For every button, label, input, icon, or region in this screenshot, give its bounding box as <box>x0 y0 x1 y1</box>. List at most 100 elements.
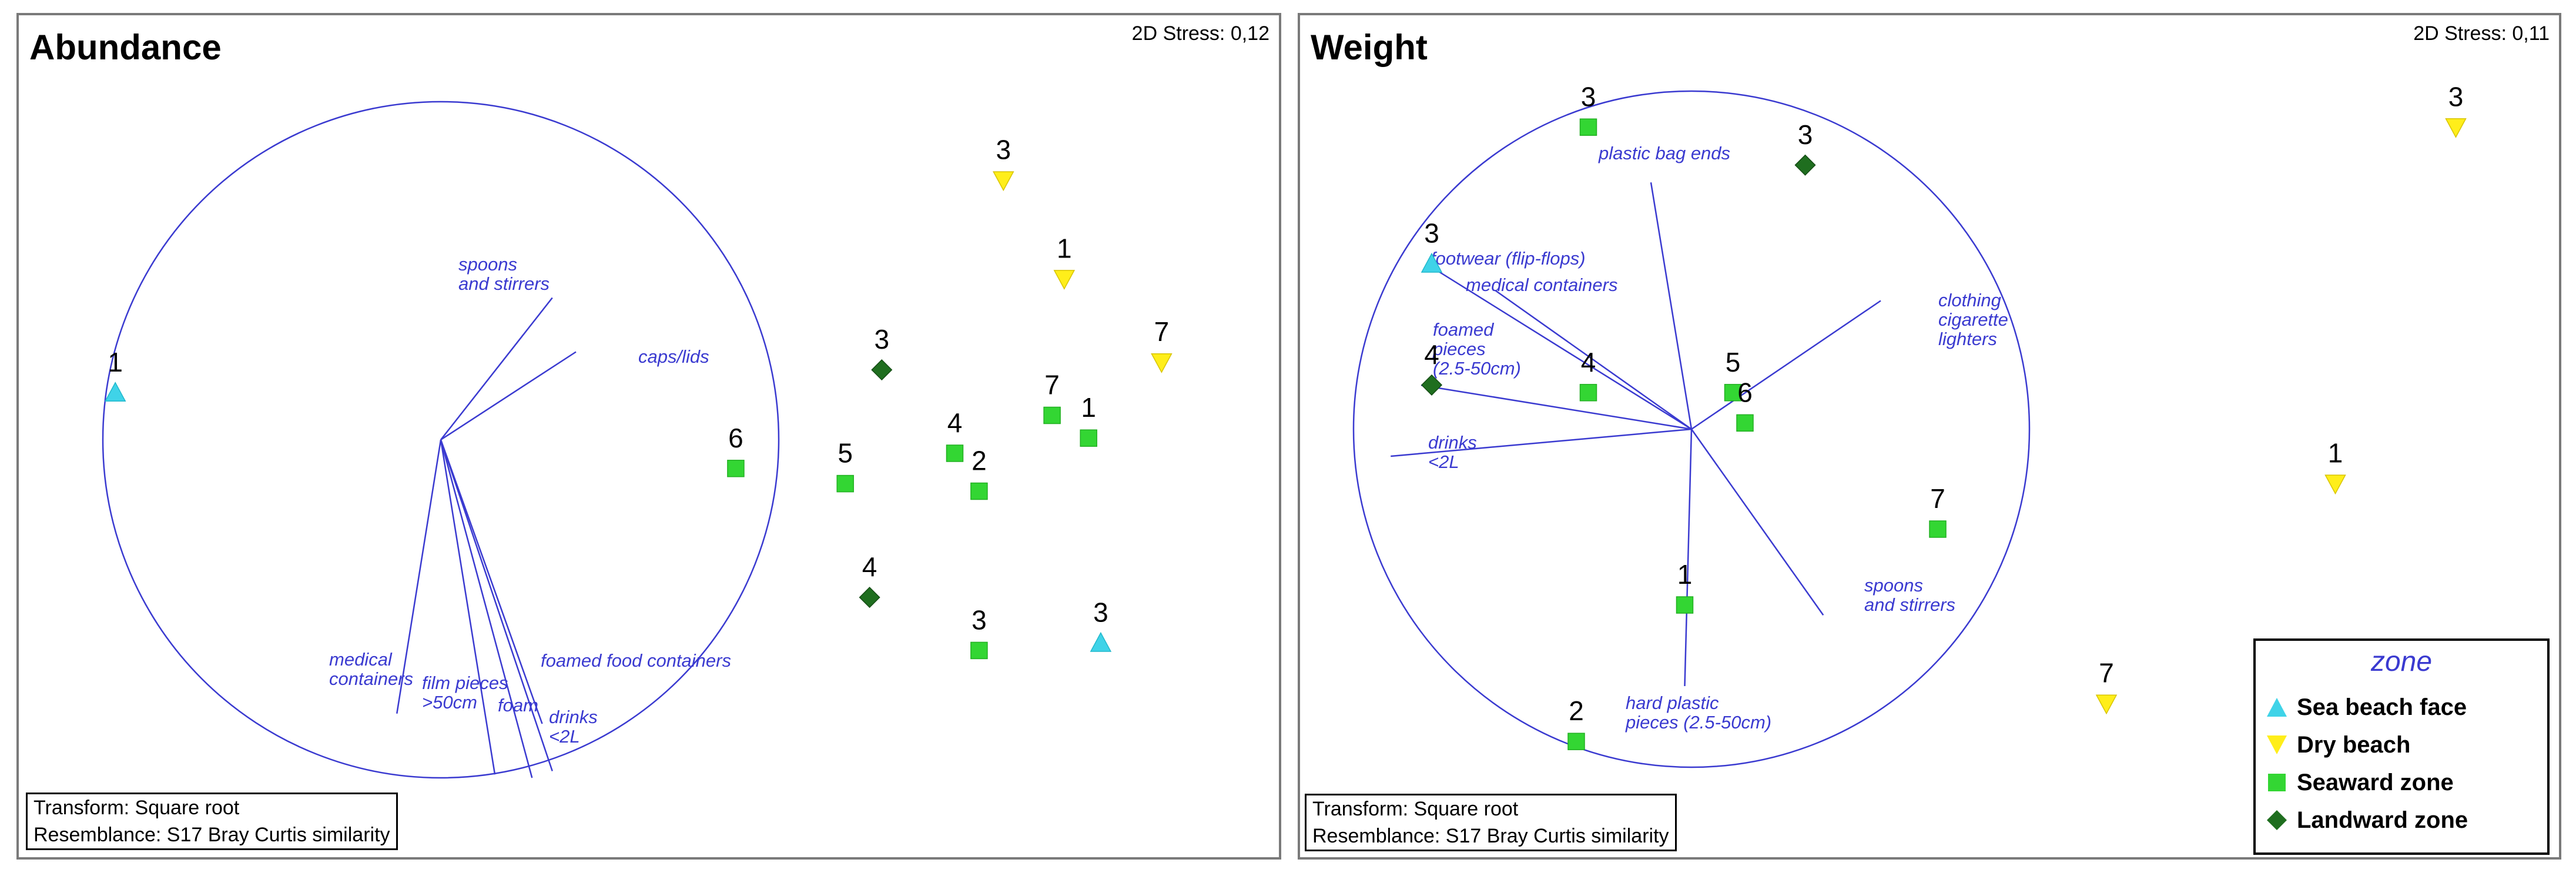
data-point: 7 <box>1043 370 1061 424</box>
data-point: 1 <box>2324 438 2346 495</box>
data-point: 1 <box>1053 233 1076 290</box>
triangle-up-icon <box>2267 698 2287 717</box>
data-point: 5 <box>1724 347 1742 402</box>
point-marker-sea <box>1090 631 1112 652</box>
vector-line <box>440 351 577 441</box>
data-point: 3 <box>1579 81 1597 136</box>
vector-label: caps/lids <box>638 346 709 367</box>
point-marker-dry <box>2445 118 2467 138</box>
vector-line <box>440 297 553 440</box>
point-marker-land <box>1794 154 1816 176</box>
point-label: 3 <box>996 135 1011 165</box>
stress-label: 2D Stress: 0,12 <box>1131 22 1269 45</box>
vector-line <box>1690 429 1824 616</box>
square-icon <box>2268 774 2286 791</box>
point-marker-seaward <box>836 474 854 493</box>
vector-label: drinks<2L <box>549 707 598 747</box>
data-point: 3 <box>1090 597 1112 652</box>
data-point: 3 <box>970 604 988 660</box>
vector-line <box>440 439 543 724</box>
point-label: 3 <box>1581 81 1596 112</box>
point-label: 4 <box>1424 339 1439 370</box>
point-label: 5 <box>1726 347 1741 377</box>
data-point: 2 <box>970 446 988 500</box>
data-point: 6 <box>727 423 745 477</box>
data-point: 3 <box>993 135 1014 192</box>
vector-label: foamed food containers <box>541 650 731 671</box>
legend-item-label: Sea beach face <box>2297 694 2467 720</box>
point-marker-seaward <box>1567 733 1585 750</box>
point-label: 2 <box>1569 696 1584 726</box>
point-label: 2 <box>972 446 987 476</box>
point-label: 3 <box>1093 597 1108 628</box>
point-label: 3 <box>1798 119 1813 150</box>
data-point: 3 <box>1421 218 1443 273</box>
legend-item-label: Landward zone <box>2297 807 2468 833</box>
vector-line <box>1684 429 1693 687</box>
transform-label: Transform: Square root <box>1312 798 1519 820</box>
data-point: 6 <box>1736 377 1754 432</box>
data-point: 5 <box>836 438 854 493</box>
point-marker-dry <box>2324 474 2346 495</box>
point-label: 1 <box>1081 392 1096 423</box>
data-point: 1 <box>1676 559 1694 614</box>
point-marker-seaward <box>946 444 964 462</box>
resemblance-label: Resemblance: S17 Bray Curtis similarity <box>1312 825 1669 847</box>
data-point: 4 <box>1579 347 1597 402</box>
point-marker-dry <box>993 171 1014 192</box>
info-box: Transform: Square root Resemblance: S17 … <box>26 793 398 850</box>
legend-item-label: Dry beach <box>2297 731 2411 758</box>
vector-line <box>1391 428 1692 457</box>
zone-legend: zone Sea beach face Dry beach Seaward zo… <box>2253 638 2550 855</box>
vector-label: drinks<2L <box>1428 432 1477 472</box>
vector-line <box>1495 290 1692 430</box>
stress-label: 2D Stress: 0,11 <box>2413 22 2550 45</box>
legend-title: zone <box>2370 646 2433 677</box>
point-label: 7 <box>1930 483 1945 514</box>
point-marker-seaward <box>727 460 745 477</box>
point-marker-seaward <box>1724 384 1742 402</box>
point-marker-dry <box>1053 270 1076 290</box>
point-marker-seaward <box>1579 118 1597 136</box>
resemblance-label: Resemblance: S17 Bray Curtis similarity <box>34 824 390 846</box>
vector-label: film pieces>50cm <box>422 673 508 713</box>
legend-item-seaward-zone: Seaward zone <box>2265 768 2454 797</box>
point-marker-seaward <box>1929 520 1947 538</box>
point-label: 6 <box>1737 377 1753 407</box>
point-marker-seaward <box>1736 414 1754 432</box>
data-point: 3 <box>1794 119 1816 176</box>
vector-line <box>1421 384 1692 430</box>
point-label: 7 <box>2099 658 2114 688</box>
point-label: 6 <box>728 423 743 453</box>
point-marker-seaward <box>1676 596 1694 614</box>
data-point: 4 <box>1421 339 1443 396</box>
point-label: 4 <box>862 551 877 582</box>
vector-line <box>1431 266 1692 430</box>
point-marker-seaward <box>1579 384 1597 402</box>
point-label: 1 <box>2328 438 2343 469</box>
point-label: 7 <box>1154 316 1170 347</box>
point-marker-seaward <box>1043 406 1061 424</box>
point-label: 1 <box>1057 233 1072 263</box>
point-label: 3 <box>2448 81 2464 112</box>
data-point: 2 <box>1567 696 1585 750</box>
data-point: 1 <box>1080 392 1097 447</box>
vector-line <box>1691 300 1881 430</box>
diamond-icon <box>2267 810 2287 830</box>
panel-title: Weight <box>1311 28 1428 67</box>
info-box: Transform: Square root Resemblance: S17 … <box>1305 794 1677 851</box>
data-point: 1 <box>104 347 126 402</box>
data-point: 7 <box>1151 316 1173 373</box>
point-marker-land <box>1421 374 1443 396</box>
vector-label: footwear (flip-flops) <box>1431 248 1586 269</box>
legend-item-landward-zone: Landward zone <box>2265 805 2468 835</box>
point-label: 5 <box>838 438 853 469</box>
